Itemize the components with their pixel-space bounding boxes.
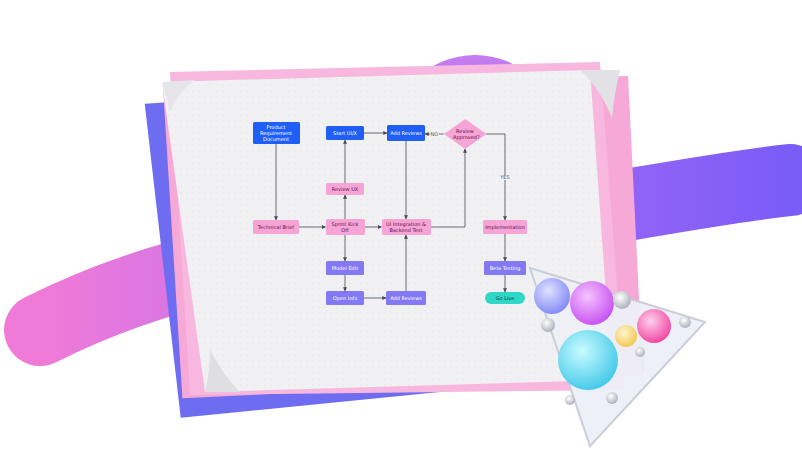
node-label: Add Reviews [390,130,422,136]
node-label: Model Edit [332,265,358,271]
node-label: Open Info [333,295,357,301]
node-label: UI Integration & Backend Test [384,221,429,233]
flow-arrow [299,227,326,228]
process-box: Technical Brief [253,220,299,234]
flow-arrow [345,140,346,183]
process-box: Add Reviews [387,125,425,141]
process-box: Start UI/X [326,126,364,140]
node-label: Review UX [332,186,359,192]
flow-arrow [431,149,466,227]
edge-label: NO [430,132,440,137]
process-box: Open Info [326,291,364,305]
node-label: Product Requirement Document [255,124,298,142]
process-box: Sprint Kick Off [326,219,365,235]
node-label: Implementation [485,224,525,230]
flow-arrow [365,227,382,228]
flow-arrow [276,144,277,220]
node-label: Sprint Kick Off [328,221,363,233]
process-box: Beta Testing [484,261,526,275]
edge-label: YES [499,175,510,180]
flow-arrow [505,275,506,292]
node-label: Beta Testing [490,265,521,271]
process-box: Product Requirement Document [253,122,300,144]
node-label: Add Reviews [390,295,422,301]
node-label: Start UI/X [333,130,357,136]
flow-arrow [406,235,407,291]
process-box: UI Integration & Backend Test [382,219,431,235]
terminal-box: Go Live [485,292,525,304]
decision-diamond: Review Approved? [444,119,486,149]
flow-arrow [406,141,407,219]
flow-arrow [345,275,346,291]
node-label: Technical Brief [258,224,294,230]
flow-arrow [345,235,346,261]
flow-arrow [345,195,346,219]
node-label: Review Approved? [453,128,477,140]
flow-arrow [364,133,387,134]
flow-arrow [364,298,386,299]
process-box: Model Edit [326,261,364,275]
process-box: Review UX [326,183,364,195]
process-box: Implementation [483,220,528,234]
node-label: Go Live [496,295,515,301]
process-box: Add Reviews [386,291,426,305]
flow-arrow [504,234,505,261]
